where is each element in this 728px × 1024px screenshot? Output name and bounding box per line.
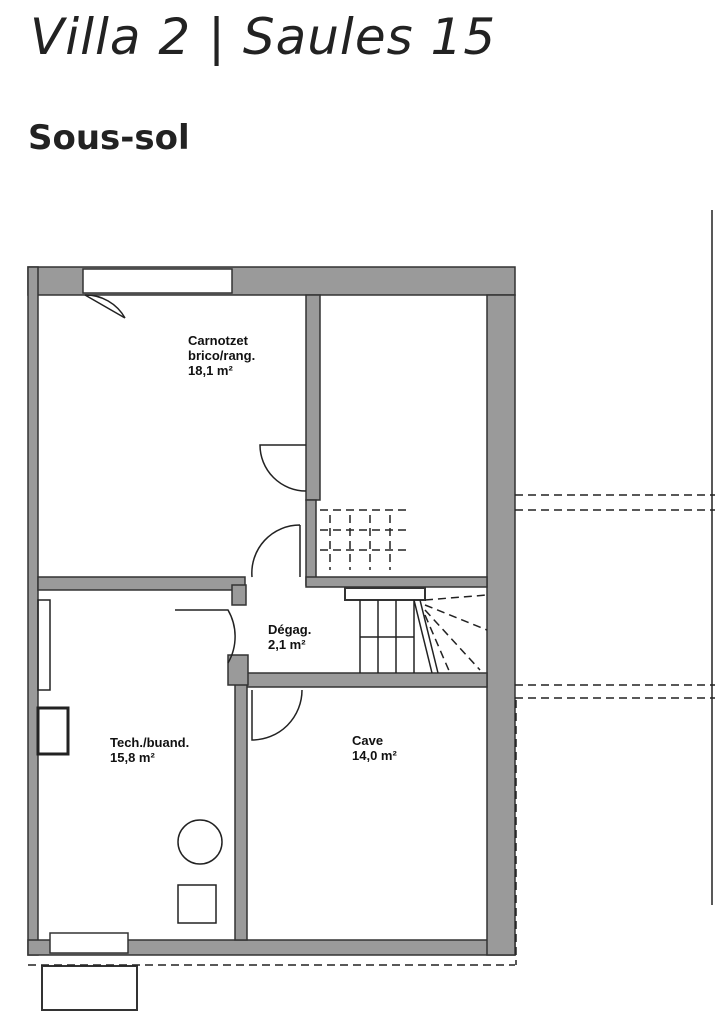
wall-carnotzet-right [305, 294, 321, 501]
room-label-carnotzet: Carnotzet brico/rang. 18,1 m² [188, 333, 255, 378]
door-window [84, 294, 126, 319]
wall-cave-left [234, 659, 248, 941]
wall-cave-top [244, 672, 488, 688]
window-bottom [49, 932, 129, 954]
door-carnotzet [259, 444, 307, 492]
room-label-cave: Cave 14,0 m² [352, 733, 397, 763]
tank [177, 884, 217, 924]
room-label-tech: Tech./buand. 15,8 m² [110, 735, 189, 765]
wall-stub-2 [231, 584, 247, 606]
wall-stair-left [305, 499, 317, 586]
room-name-2: brico/rang. [188, 348, 256, 363]
lightwell [41, 965, 138, 1011]
floor-title: Sous-sol [28, 118, 190, 158]
room-name: Carnotzet [188, 333, 248, 348]
door-degag [251, 524, 301, 578]
room-area: 14,0 m² [352, 748, 397, 763]
door-cave [251, 689, 303, 741]
wall-left [27, 266, 39, 956]
sink [37, 599, 51, 691]
machine [36, 706, 70, 756]
room-area: 2,1 m² [268, 637, 306, 652]
wall-right [486, 294, 516, 956]
room-label-degag: Dégag. 2,1 m² [268, 622, 311, 652]
door-tech [175, 609, 236, 664]
wall-mid-left [37, 576, 246, 591]
room-name: Cave [352, 733, 384, 748]
room-name: Dégag. [268, 622, 312, 637]
room-area: 18,1 m² [188, 363, 233, 378]
page-title: Villa 2 | Saules 15 [30, 8, 497, 66]
room-name: Tech./buand. [110, 735, 190, 750]
boiler [177, 819, 223, 865]
wall-stub [227, 654, 249, 686]
wall-stair-top [305, 576, 488, 588]
room-area: 15,8 m² [110, 750, 155, 765]
window-top [82, 268, 233, 294]
